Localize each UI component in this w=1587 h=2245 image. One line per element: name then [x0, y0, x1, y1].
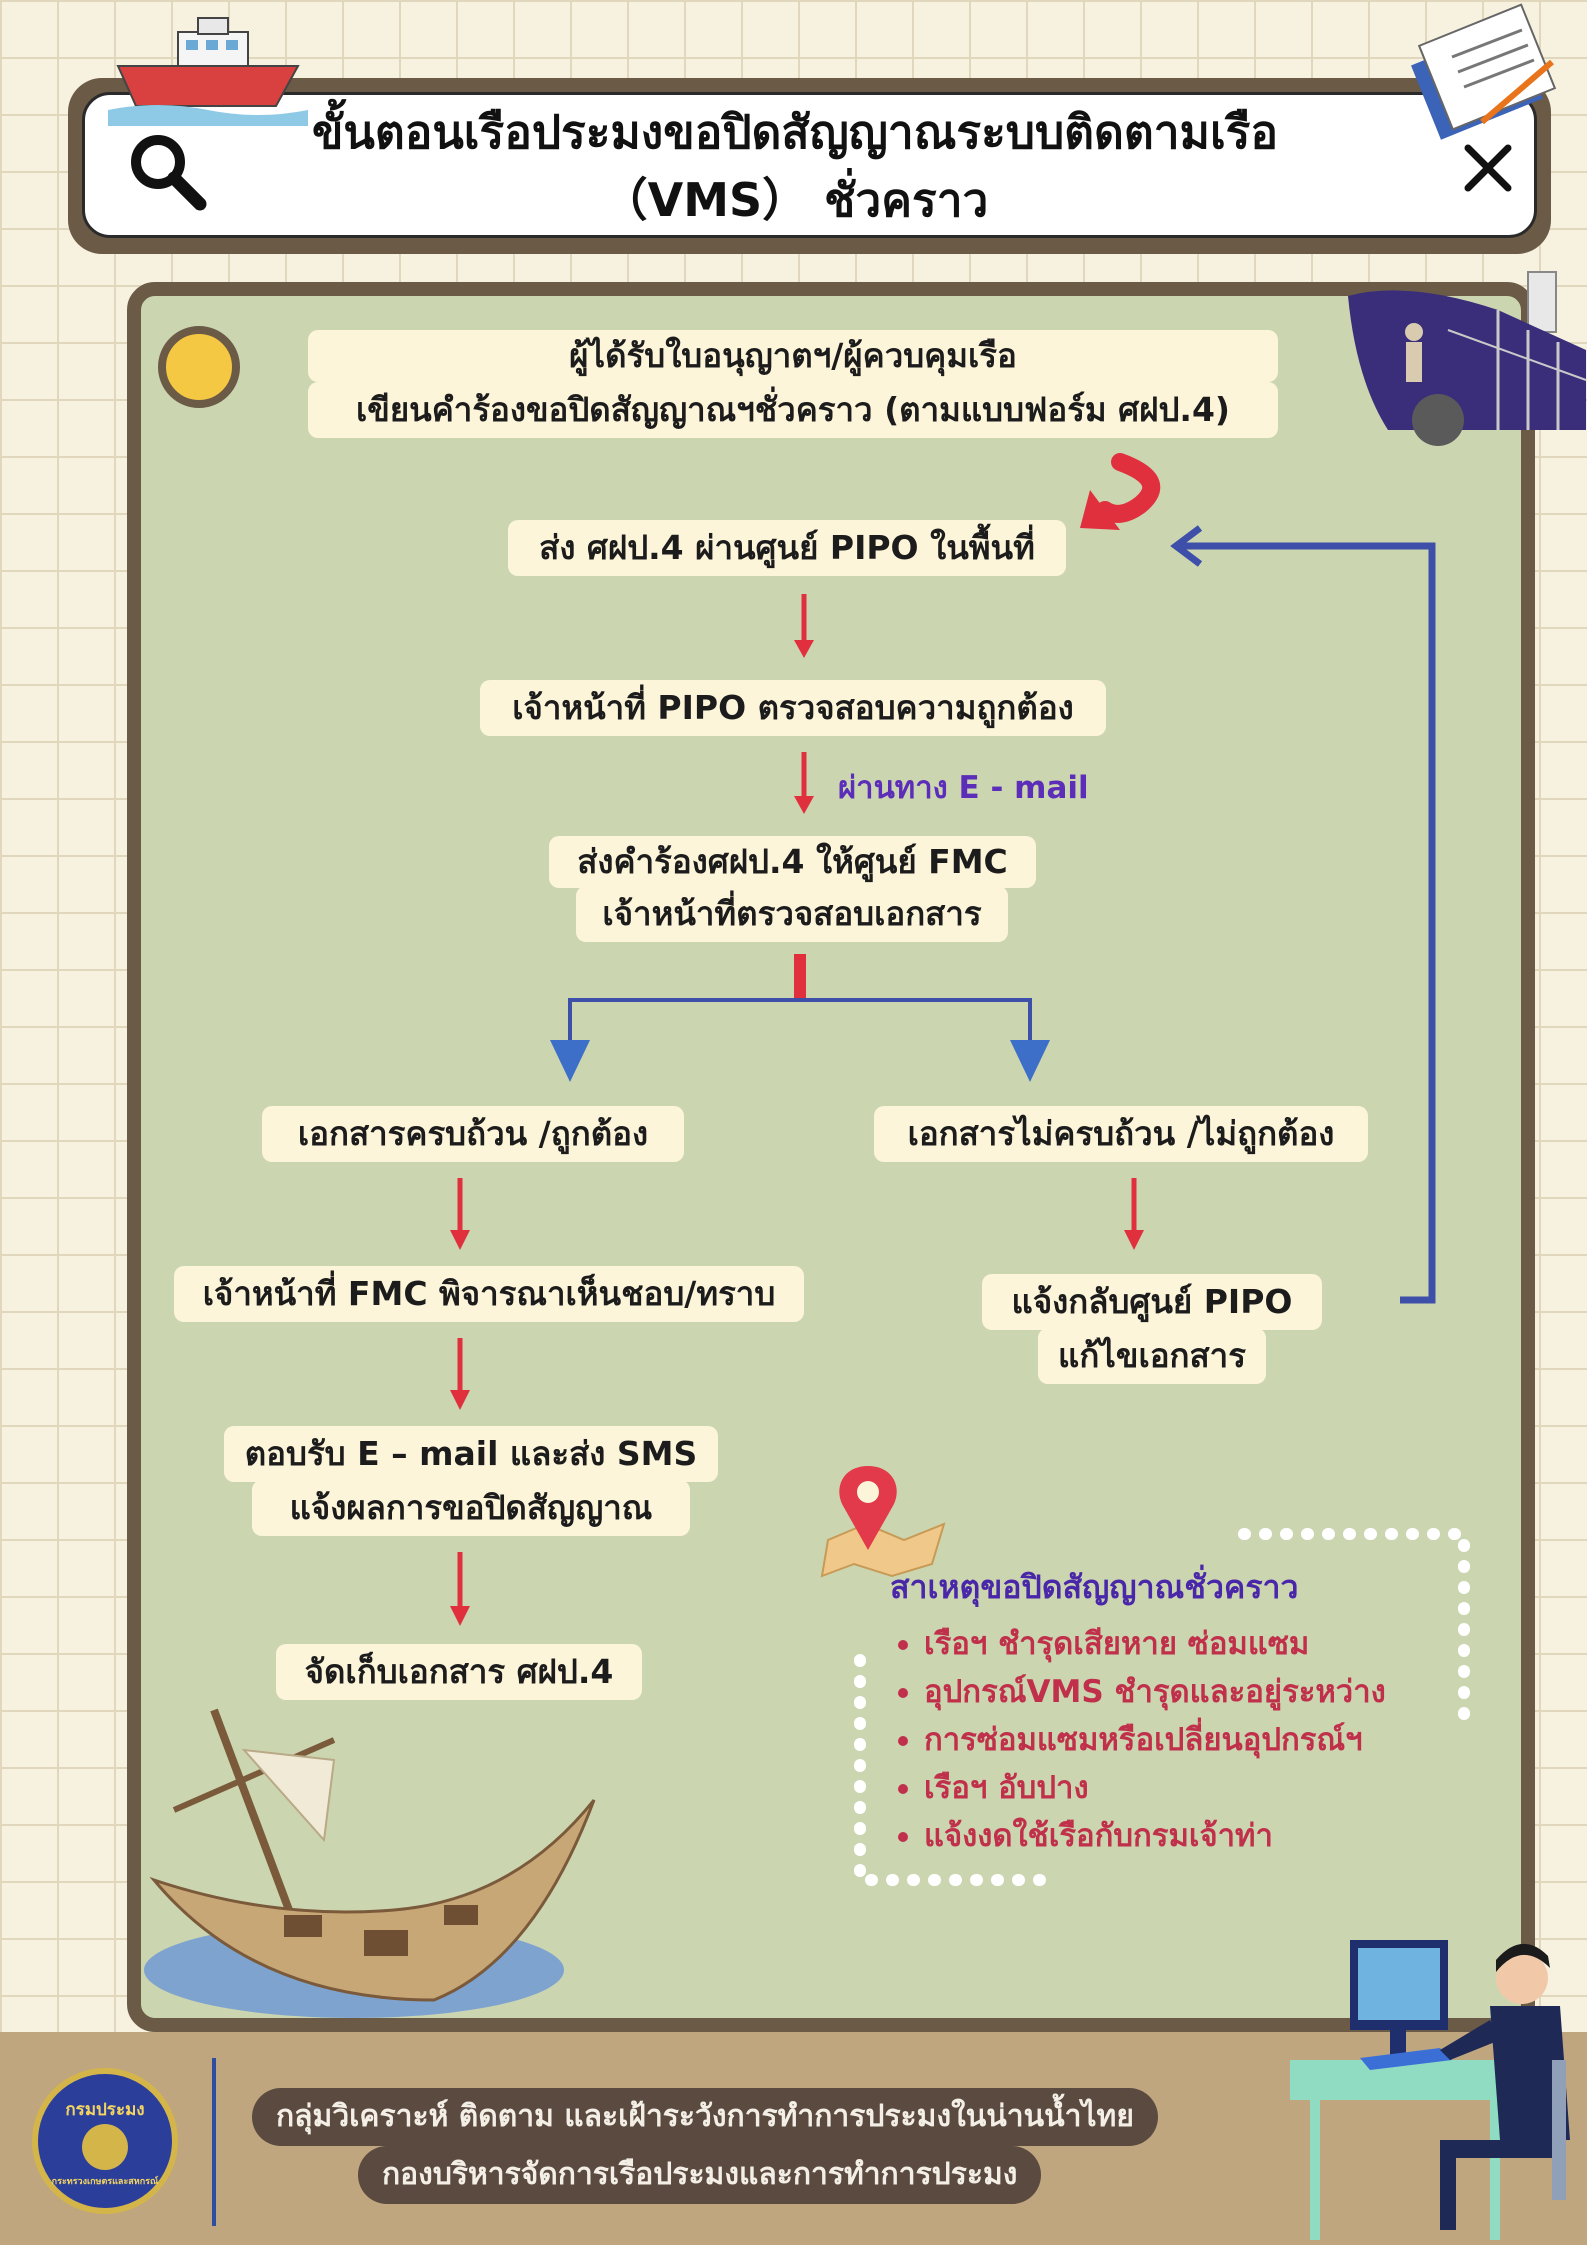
location-pin-icon: [820, 1460, 950, 1580]
page-title: ขั้นตอนเรือประมงขอปิดสัญญาณระบบติดตามเรื…: [230, 98, 1360, 234]
footer-line-2: กองบริหารจัดการเรือประมงและการทำการประมง: [358, 2146, 1042, 2204]
reason-item: แจ้งงดใช้เรือกับกรมเจ้าท่า: [890, 1812, 1386, 1860]
branch-arrow-left: [550, 1040, 590, 1082]
title-line-2: （VMS） ชั่วคราว: [601, 173, 989, 227]
step-return-pipo: แจ้งกลับศูนย์ PIPO: [982, 1274, 1322, 1330]
step-write-request: ผู้ได้รับใบอนุญาตฯ/ผู้ควบคุมเรือ: [308, 330, 1278, 382]
branch-arrow-right: [1010, 1040, 1050, 1082]
step-send-fmc: ส่งคำร้องศฝป.4 ให้ศูนย์ FMC: [549, 836, 1036, 888]
department-seal: กรมประมง กระทรวงเกษตรและสหกรณ์: [32, 2068, 178, 2214]
step-store-document: จัดเก็บเอกสาร ศฝป.4: [276, 1644, 642, 1700]
reasons-list: เรือฯ ชำรุดเสียหาย ซ่อมแซม อุปกรณ์VMS ชำ…: [890, 1620, 1386, 1860]
step-reply-sms-line2: แจ้งผลการขอปิดสัญญาณ: [252, 1480, 690, 1536]
via-email-label: ผ่านทาง E - mail: [838, 770, 1089, 806]
seal-text-bottom: กระทรวงเกษตรและสหกรณ์: [51, 2177, 159, 2187]
step-pipo-check: เจ้าหน้าที่ PIPO ตรวจสอบความถูกต้อง: [480, 680, 1106, 736]
footer-line-1: กลุ่มวิเคราะห์ ติดตาม และเฝ้าระวังการทำก…: [252, 2088, 1158, 2146]
return-loop-arrow: [1170, 525, 1436, 1304]
split-stem: [794, 954, 806, 1000]
reasons-dotted-frame: [854, 1528, 1470, 1886]
branch-incomplete: เอกสารไม่ครบถ้วน /ไม่ถูกต้อง: [874, 1106, 1368, 1162]
step-send-fmc-line2: เจ้าหน้าที่ตรวจสอบเอกสาร: [576, 886, 1008, 942]
ship-icon: [1348, 270, 1587, 466]
boat-icon: [108, 14, 308, 129]
step-reply-sms: ตอบรับ E – mail และส่ง SMS: [224, 1426, 718, 1482]
documents-icon: [1392, 2, 1562, 152]
step-write-request-line2: เขียนคำร้องขอปิดสัญญาณฯชั่วคราว (ตามแบบฟ…: [308, 382, 1278, 438]
title-line-1: ขั้นตอนเรือประมงขอปิดสัญญาณระบบติดตามเรื…: [311, 105, 1279, 159]
step-fmc-approve: เจ้าหน้าที่ FMC พิจารณาเห็นชอบ/ทราบ: [174, 1266, 804, 1322]
reason-item-continued: การซ่อมแซมหรือเปลี่ยนอุปกรณ์ฯ: [890, 1716, 1386, 1764]
step-send-pipo: ส่ง ศฝป.4 ผ่านศูนย์ PIPO ในพื้นที่: [508, 520, 1066, 576]
footer-divider: [212, 2058, 216, 2226]
seal-text-top: กรมประมง: [65, 2100, 145, 2120]
branch-connector: [568, 998, 1032, 1040]
close-icon[interactable]: [1460, 140, 1516, 196]
pin-decoration: [158, 326, 240, 408]
reason-item: เรือฯ อับปาง: [890, 1764, 1386, 1812]
reason-item: อุปกรณ์VMS ชำรุดและอยู่ระหว่าง: [890, 1668, 1386, 1716]
seal-emblem: [82, 2124, 128, 2170]
red-down-arrows: [450, 594, 1144, 1626]
branch-complete: เอกสารครบถ้วน /ถูกต้อง: [262, 1106, 684, 1162]
step4-line-1: ส่งคำร้องศฝป.4 ให้ศูนย์ FMC: [577, 842, 1008, 881]
shipwreck-icon: [134, 1700, 614, 2030]
title-bar: [82, 92, 1537, 238]
search-icon[interactable]: [124, 128, 210, 214]
step-return-pipo-line2: แก้ไขเอกสาร: [1038, 1328, 1266, 1384]
step1-line-1: ผู้ได้รับใบอนุญาตฯ/ผู้ควบคุมเรือ: [555, 330, 1031, 382]
red-curved-arrow: [1080, 453, 1161, 530]
reasons-title: สาเหตุขอปิดสัญญาณชั่วคราว: [890, 1568, 1299, 1606]
computer-worker-icon: [1290, 1920, 1580, 2240]
reason-item: เรือฯ ชำรุดเสียหาย ซ่อมแซม: [890, 1620, 1386, 1668]
